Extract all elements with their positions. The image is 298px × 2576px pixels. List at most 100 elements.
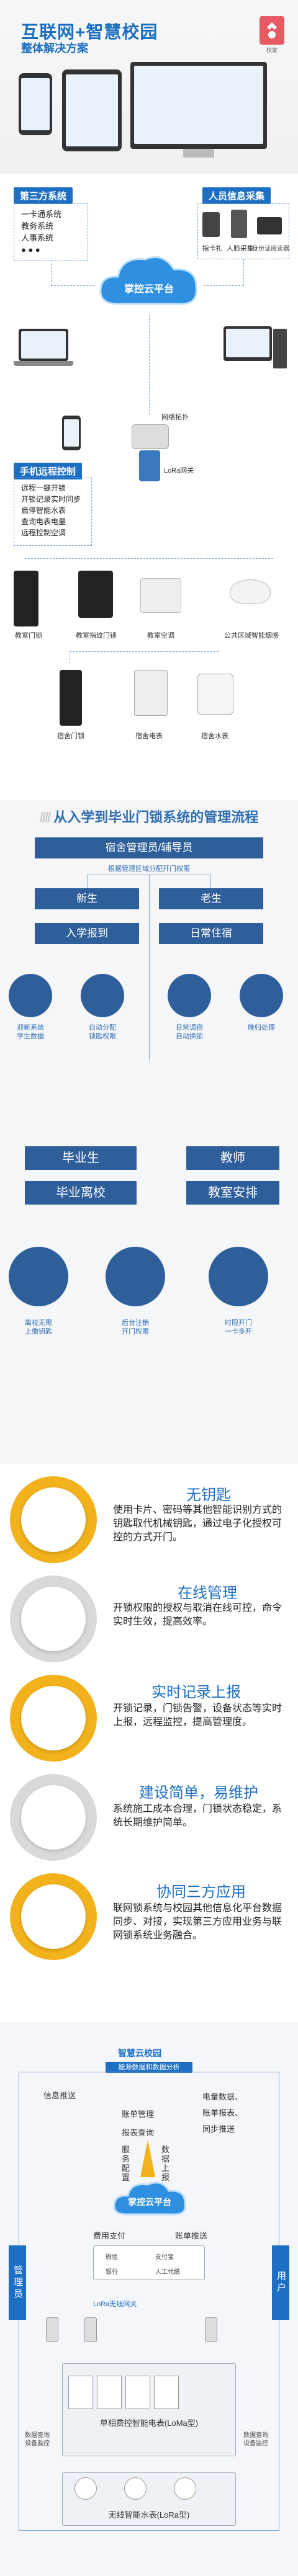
power-off-icon <box>106 1247 165 1306</box>
third-party-list: 一卡通系统 教务系统 人事系统 ● ● ● <box>21 208 61 256</box>
gateway-label: 网络拓扑 <box>161 414 189 421</box>
classroom-bar: 教室安排 <box>186 1181 279 1205</box>
feature-text: 联网锁系统与校园其他信息化平台数据同步、对接，实现第三方应用业务与联网锁系统业务… <box>113 1903 282 1941</box>
right-item: 账单报表、 <box>202 2108 243 2118</box>
group-icon <box>21 1884 86 1949</box>
feature-ring <box>10 1675 97 1762</box>
remote-item: 查询电表电量 <box>21 517 66 526</box>
logo-icon <box>260 16 284 45</box>
fingerprint-lock-icon <box>78 571 113 618</box>
daily-bar: 日常住宿 <box>159 923 263 944</box>
data-label: 数据上报 <box>161 2145 170 2182</box>
desktop-pc-icon <box>224 326 272 361</box>
cloud-icon <box>113 2182 187 2216</box>
bill-mgmt: 账单管理 <box>122 2110 155 2119</box>
right-item: 电量数据、 <box>202 2092 243 2101</box>
flow-title: //// 从入学到毕业门锁系统的管理流程 <box>39 809 259 825</box>
personnel-box <box>197 203 289 259</box>
router-icon <box>132 424 169 449</box>
payment-box <box>93 2245 205 2280</box>
report-query: 报表查询 <box>122 2128 155 2137</box>
remote-item: 远程控制空调 <box>21 528 66 537</box>
electricity-meter-icon <box>154 2376 179 2409</box>
mobile-phone-icon <box>62 416 81 450</box>
feature-text: 系统施工成本合理，门锁状态稳定，系统长期维护简单。 <box>113 1804 282 1828</box>
third-party-box <box>14 203 88 261</box>
flow-caption: 自动分配 锁匙权限 <box>89 1024 116 1040</box>
gateway-icon <box>46 2317 58 2342</box>
gateway-icon <box>84 2317 97 2342</box>
diagram-frame <box>19 2072 279 2531</box>
lora-label: LoRa网关 <box>164 467 194 475</box>
service-label: 服务配置 <box>122 2145 130 2182</box>
electricity-meter-icon <box>125 2376 150 2409</box>
fingerprint-reader-icon <box>202 212 220 237</box>
dorm-change-icon <box>168 974 211 1017</box>
admin-vertical-bar: 管理员 <box>9 2245 26 2320</box>
remote-item: 启停智能水表 <box>21 506 66 515</box>
electricity-meter-icon <box>97 2376 122 2409</box>
auto-assign-icon <box>81 974 124 1017</box>
enroll-bar: 入学报到 <box>35 923 139 944</box>
tablet-icon <box>62 69 122 151</box>
third-party-item: 一卡通系统 <box>21 210 62 219</box>
monitor-icon <box>130 62 267 149</box>
hero-subtitle: 整体解决方案 <box>21 42 88 55</box>
logo-text: 校家 <box>266 47 278 53</box>
device-label: 教室空调 <box>147 632 174 640</box>
hero-title: 互联网+智慧校园 <box>21 22 158 42</box>
flow-caption: 日常调宿 自动换锁 <box>176 1024 203 1040</box>
dorm-lock-icon <box>60 670 82 726</box>
third-party-item: 人事系统 <box>21 233 54 243</box>
remote-title: 手机远程控制 <box>14 463 83 479</box>
timer-icon <box>209 1247 268 1306</box>
device-label: 公共区域智能烟感 <box>224 632 279 640</box>
flow-caption: 晚归处理 <box>248 1024 275 1032</box>
architecture-section: 第三方系统 一卡通系统 教务系统 人事系统 ● ● ● 人员信息采集 指卡扎 人… <box>0 174 298 794</box>
meter-label: 单相费控智能电表(LoMa型) <box>99 2418 199 2428</box>
hero-banner: 互联网+智慧校园 整体解决方案 校家 <box>0 0 298 174</box>
feature-ring <box>10 1774 97 1861</box>
personnel-item: 人脸采集 <box>227 245 254 252</box>
cloud-label: 掌控云平台 <box>124 284 174 295</box>
payment-bank: 银行 <box>106 2269 118 2276</box>
smoke-detector-icon <box>230 579 271 604</box>
freshman-bar: 新生 <box>35 888 139 909</box>
bill-push-label: 账单推送 <box>175 2231 208 2240</box>
third-party-item: ● ● ● <box>21 245 40 254</box>
remote-list: 远程一键开锁 开锁记录实时同步 启停智能水表 查询电表电量 远程控制空调 <box>21 483 81 538</box>
laptop-icon <box>19 329 68 361</box>
remote-box <box>14 478 92 546</box>
id-card-reader-icon <box>257 217 282 234</box>
air-conditioner-icon <box>140 578 181 613</box>
phone-icon <box>19 73 52 135</box>
remote-item: 开锁记录实时同步 <box>21 495 81 504</box>
feature-title: 无钥匙 <box>186 1487 231 1504</box>
admin-caption: 根据管理区域分配开门权限 <box>108 865 190 873</box>
key-icon <box>21 1487 86 1552</box>
user-vertical-bar: 用户 <box>272 2245 289 2320</box>
gateway-icon <box>205 2317 217 2342</box>
flow-title-text: 从入学到毕业门锁系统的管理流程 <box>53 809 259 825</box>
feature-ring <box>10 1476 97 1563</box>
cloud-icon <box>99 256 197 305</box>
late-return-icon <box>240 974 283 1017</box>
upload-cloud-icon <box>21 1686 86 1750</box>
teacher-bar: 教师 <box>186 1146 279 1170</box>
feature-ring <box>10 1873 97 1960</box>
flow-caption: 迎新系统 学生数据 <box>17 1024 44 1040</box>
feature-title: 实时记录上报 <box>151 1684 241 1701</box>
student-data-icon <box>9 974 52 1017</box>
brand-text: 智慧云校园 <box>118 2048 161 2058</box>
feature-title: 建设简单，易维护 <box>139 1785 258 1801</box>
water-meter-icon <box>197 674 233 715</box>
fee-label: 费用支付 <box>93 2231 126 2240</box>
senior-bar: 老生 <box>159 888 263 909</box>
cloud-label: 掌控云平台 <box>128 2197 171 2207</box>
right-items: 电量数据、 账单报表、 同步推送 <box>202 2089 243 2137</box>
monitor-stand-icon <box>183 149 214 158</box>
feature-text: 开锁记录，门锁告警，设备状态等实时上报，远程监控，提高管理度。 <box>113 1703 282 1727</box>
device-label: 宿舍门锁 <box>57 733 84 740</box>
info-push: 信息推送 <box>43 2091 76 2100</box>
